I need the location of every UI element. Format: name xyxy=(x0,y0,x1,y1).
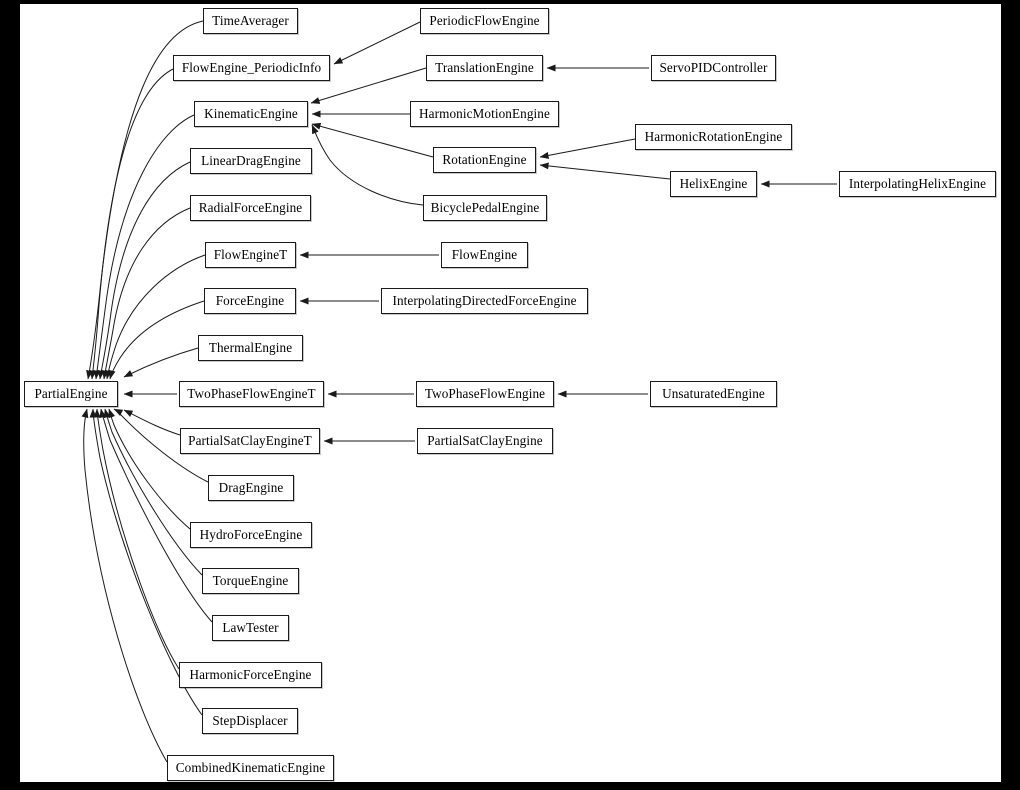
class-node-stepdisplacer[interactable]: StepDisplacer xyxy=(202,708,298,734)
class-node-kinematicengine[interactable]: KinematicEngine xyxy=(194,101,308,127)
class-node-label: InterpolatingDirectedForceEngine xyxy=(392,293,577,309)
class-node-flowengine_periodicinfo[interactable]: FlowEngine_PeriodicInfo xyxy=(173,55,330,81)
class-node-twophaseflowenginet[interactable]: TwoPhaseFlowEngineT xyxy=(179,381,324,407)
class-node-label: PartialSatClayEngineT xyxy=(188,433,312,449)
class-node-translationengine[interactable]: TranslationEngine xyxy=(426,55,543,81)
class-node-label: RadialForceEngine xyxy=(198,200,303,216)
class-node-forceengine[interactable]: ForceEngine xyxy=(204,288,296,314)
frame-left xyxy=(0,0,20,790)
class-node-interpolatinghelixengine[interactable]: InterpolatingHelixEngine xyxy=(839,171,996,197)
class-node-label: HelixEngine xyxy=(679,176,748,192)
frame-bottom xyxy=(0,782,1020,790)
class-node-bicyclepedalengine[interactable]: BicyclePedalEngine xyxy=(423,195,547,221)
class-node-label: LawTester xyxy=(222,620,279,636)
class-node-label: HarmonicRotationEngine xyxy=(644,129,783,145)
class-node-thermalengine[interactable]: ThermalEngine xyxy=(198,335,303,361)
class-node-label: TimeAverager xyxy=(212,13,289,29)
class-node-label: RotationEngine xyxy=(442,152,527,168)
class-node-interpolatingdirectedforceengine[interactable]: InterpolatingDirectedForceEngine xyxy=(381,288,588,314)
class-node-harmonicmotionengine[interactable]: HarmonicMotionEngine xyxy=(410,101,559,127)
class-node-label: HarmonicMotionEngine xyxy=(419,106,550,122)
class-node-label: InterpolatingHelixEngine xyxy=(848,176,987,192)
class-node-timeaverager[interactable]: TimeAverager xyxy=(203,8,298,34)
class-node-dragengine[interactable]: DragEngine xyxy=(208,475,294,501)
class-node-torqueengine[interactable]: TorqueEngine xyxy=(202,568,299,594)
class-node-twophaseflowengine[interactable]: TwoPhaseFlowEngine xyxy=(416,381,554,407)
class-node-label: FlowEngineT xyxy=(213,247,288,263)
class-node-unsaturatedengine[interactable]: UnsaturatedEngine xyxy=(650,381,777,407)
class-node-label: TwoPhaseFlowEngineT xyxy=(187,386,316,402)
class-node-label: HarmonicForceEngine xyxy=(189,667,312,683)
class-node-helixengine[interactable]: HelixEngine xyxy=(670,171,757,197)
class-node-label: ThermalEngine xyxy=(208,340,293,356)
class-node-rotationengine[interactable]: RotationEngine xyxy=(433,147,536,173)
class-node-hydroforceengine[interactable]: HydroForceEngine xyxy=(190,522,312,548)
class-node-label: PartialEngine xyxy=(34,386,108,402)
class-node-partialsatclayenginet[interactable]: PartialSatClayEngineT xyxy=(180,428,320,454)
class-node-flowenginet[interactable]: FlowEngineT xyxy=(205,242,296,268)
class-node-harmonicforceengine[interactable]: HarmonicForceEngine xyxy=(179,662,322,688)
class-node-label: PeriodicFlowEngine xyxy=(429,13,540,29)
class-node-partialengine[interactable]: PartialEngine xyxy=(24,381,118,407)
class-node-periodicflowengine[interactable]: PeriodicFlowEngine xyxy=(420,8,549,34)
class-node-label: DragEngine xyxy=(218,480,284,496)
class-node-label: ForceEngine xyxy=(215,293,285,309)
class-node-servopidcontroller[interactable]: ServoPIDController xyxy=(651,55,776,81)
class-node-label: CombinedKinematicEngine xyxy=(175,760,326,776)
class-node-label: TwoPhaseFlowEngine xyxy=(424,386,546,402)
class-node-label: PartialSatClayEngine xyxy=(427,433,543,449)
frame-top xyxy=(0,0,1020,4)
frame-right xyxy=(1001,0,1020,790)
class-node-partialsatclayengine[interactable]: PartialSatClayEngine xyxy=(417,428,553,454)
class-node-label: TorqueEngine xyxy=(212,573,289,589)
class-node-label: UnsaturatedEngine xyxy=(662,386,765,402)
class-node-label: TranslationEngine xyxy=(435,60,534,76)
class-node-lineardragengine[interactable]: LinearDragEngine xyxy=(190,148,312,174)
class-node-label: KinematicEngine xyxy=(204,106,298,122)
class-node-label: BicyclePedalEngine xyxy=(430,200,540,216)
class-node-harmonicrotationengine[interactable]: HarmonicRotationEngine xyxy=(635,124,792,150)
class-node-label: HydroForceEngine xyxy=(199,527,303,543)
class-node-lawtester[interactable]: LawTester xyxy=(212,615,289,641)
class-node-label: StepDisplacer xyxy=(212,713,288,729)
class-node-label: FlowEngine xyxy=(451,247,518,263)
class-node-combinedkinematicengine[interactable]: CombinedKinematicEngine xyxy=(167,755,334,781)
class-node-label: LinearDragEngine xyxy=(201,153,301,169)
class-node-label: FlowEngine_PeriodicInfo xyxy=(181,60,322,76)
class-node-radialforceengine[interactable]: RadialForceEngine xyxy=(190,195,311,221)
class-node-label: ServoPIDController xyxy=(659,60,768,76)
class-node-flowengine[interactable]: FlowEngine xyxy=(441,242,528,268)
